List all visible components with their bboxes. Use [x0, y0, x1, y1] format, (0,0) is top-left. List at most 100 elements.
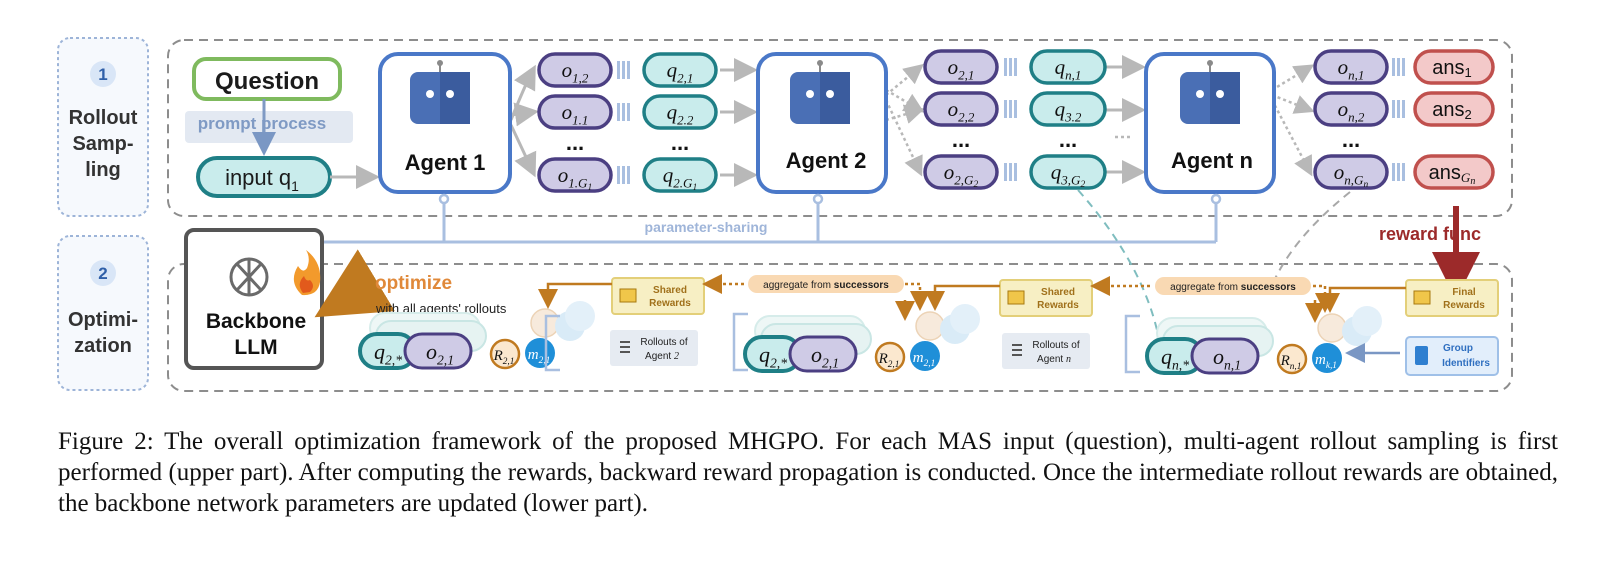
output-pill-3-2-label: on,Gn — [1334, 160, 1369, 190]
dotted-branch-arrows — [884, 63, 1315, 177]
stage-2-label-2: zation — [74, 335, 132, 357]
query-pill-1-0 — [642, 52, 718, 88]
input-label: input q1 — [225, 165, 299, 194]
answer-label-1: ans2 — [1432, 99, 1471, 122]
optimize-title: optimize — [375, 273, 452, 294]
question-box — [192, 57, 342, 101]
teal-dashed-link — [1077, 189, 1158, 331]
faded-reward — [915, 311, 945, 341]
parameter-sharing-lines — [322, 200, 1218, 244]
bottom-reward-label-1: R2,1 — [878, 351, 900, 370]
link-bar — [1397, 163, 1400, 181]
parameter-sharing-label: parameter-sharing — [645, 219, 768, 235]
ellipsis-label: ... — [671, 130, 689, 155]
stage-1-number: 1 — [98, 65, 107, 84]
link-bar — [1402, 100, 1405, 118]
list-icon — [620, 346, 630, 348]
link-bar — [1397, 100, 1400, 118]
stage-1-label-2: Samp- — [72, 133, 133, 155]
shared-rewards-2 — [999, 279, 1093, 317]
final-rewards — [1405, 279, 1499, 317]
gold-bars-icon — [1413, 290, 1431, 305]
link-bar — [1009, 100, 1012, 118]
bottom-reward-label-2: Rn,1 — [1280, 353, 1302, 372]
orange-arrow — [905, 282, 930, 311]
bottom-query-label-1: q2,* — [759, 342, 787, 371]
stage-2-label-1: Optimi- — [68, 309, 138, 331]
output-pill-1-0 — [537, 52, 613, 88]
ellipsis-label: ... — [566, 130, 584, 155]
bottom-output-2 — [1190, 337, 1260, 375]
bottom-reward-0 — [489, 338, 521, 370]
faded-marker — [950, 304, 980, 334]
output-pill-2-1-label: o2,2 — [948, 97, 975, 124]
list-icon — [1012, 354, 1022, 356]
backbone-llm-box: Backbone LLM — [184, 228, 324, 370]
bottom-query-label-2: qn,* — [1161, 344, 1189, 373]
gold-bars-icon — [1007, 290, 1025, 305]
query-pill-2-1-label: q3.2 — [1055, 97, 1082, 124]
link-bar — [1014, 163, 1017, 181]
aggregate-label-1: aggregate from successors — [1170, 282, 1296, 293]
link-bar — [627, 103, 630, 121]
query-pill-2-0-label: qn,1 — [1055, 55, 1082, 82]
output-pill-2-1 — [923, 91, 999, 127]
link-bar — [1402, 163, 1405, 181]
link-bar — [1014, 58, 1017, 76]
output-pill-2-2-label: o2,G2 — [944, 160, 979, 190]
query-pill-1-2-label: q2.G1 — [663, 163, 697, 193]
optimization-panel — [167, 263, 1513, 392]
stage-2-box: 2 Optimi- zation — [57, 235, 149, 391]
rollouts-of-l1: Rollouts of — [1032, 340, 1079, 351]
group-identifiers-box — [1405, 336, 1499, 376]
rollouts-of-l2: Agent 2 — [645, 351, 679, 362]
query-pill-2-2-label: q3,G2 — [1051, 160, 1086, 190]
answer-label-2: ansGn — [1429, 162, 1476, 187]
link-bar — [1392, 163, 1395, 181]
id-badge-icon — [1415, 346, 1428, 365]
faded-reward — [1317, 313, 1347, 343]
aggregate-pill-0 — [748, 275, 904, 293]
bracket — [1124, 314, 1140, 374]
figure-caption: Figure 2: The overall optimization frame… — [58, 428, 1558, 517]
bottom-marker-label-2: mk,1 — [1315, 352, 1337, 371]
answer-label-0: ans1 — [1432, 57, 1471, 80]
group-identifiers-l2: Identifiers — [1442, 358, 1490, 369]
question-label: Question — [215, 68, 319, 95]
gray-dashed-link — [1269, 191, 1351, 291]
output-pill-3-0 — [1313, 49, 1389, 85]
faded-marker — [1352, 306, 1382, 336]
backbone-label-2: LLM — [234, 336, 277, 359]
link-bar — [622, 166, 625, 184]
final-rewards-l2: Rewards — [1443, 300, 1485, 311]
bottom-marker-0 — [525, 338, 555, 368]
output-pill-1-0-label: o1,2 — [562, 58, 589, 85]
aggregate-arrows — [538, 274, 1406, 323]
bottom-output-label-1: o2,1 — [811, 342, 839, 371]
answer-pill-1 — [1413, 91, 1495, 127]
output-pill-3-1-label: on,2 — [1338, 97, 1365, 124]
agent-1-box: Agent 1 — [378, 52, 512, 194]
shared-rewards-1-l1: Shared — [653, 285, 687, 296]
query-pill-1-2 — [642, 157, 718, 193]
rollouts-of-l2: Agent n — [1037, 354, 1071, 365]
link-bar — [622, 61, 625, 79]
bottom-marker-label-1: m2,1 — [913, 350, 935, 369]
agent-n-label: Agent n — [1171, 148, 1253, 173]
final-rewards-l1: Final — [1452, 287, 1476, 298]
orange-arrow — [1313, 284, 1335, 313]
bracket — [544, 314, 560, 372]
answer-pill-2 — [1413, 154, 1495, 190]
bottom-marker-1 — [910, 341, 940, 371]
orange-arrow — [925, 284, 1000, 311]
list-icon — [1012, 344, 1022, 346]
rollout-arrows — [330, 55, 1146, 189]
aggregate-label-0: aggregate from successors — [763, 280, 889, 291]
link-bar — [627, 61, 630, 79]
bracket — [732, 312, 748, 372]
rollouts-of-box — [1002, 333, 1090, 369]
stage-2-number: 2 — [98, 264, 107, 283]
